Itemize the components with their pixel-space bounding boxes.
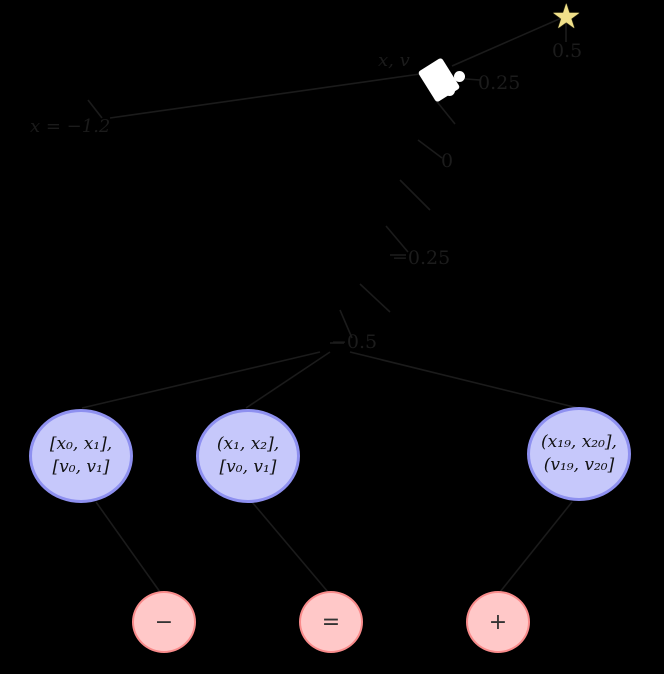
root-condition-label: x = −1.2	[30, 116, 111, 137]
star-icon: ★	[551, 0, 582, 37]
edge-down-2	[399, 179, 431, 211]
interval-node-19-line1: (x₁₉, x₂₀],	[541, 432, 617, 453]
interval-node-1-line2: [v₀, v₁]	[219, 457, 277, 477]
edge-interval19-to-op-plus	[499, 501, 573, 593]
operator-node-plus[interactable]: +	[466, 591, 530, 653]
operator-node-equals[interactable]: =	[299, 591, 363, 653]
branch-label-minus-0-25: −0.25	[392, 247, 451, 269]
edge-interval0-to-op-minus	[95, 501, 161, 593]
interval-node-1[interactable]: (x₁, x₂], [v₀, v₁]	[196, 409, 300, 503]
star-value-label: 0.5	[552, 40, 583, 62]
interval-node-0-line2: [v₀, v₁]	[52, 457, 110, 477]
card-dot-upper-icon	[454, 71, 465, 82]
operator-node-minus[interactable]: −	[132, 591, 196, 653]
interval-node-0[interactable]: [x₀, x₁], [v₀, v₁]	[29, 409, 133, 503]
interval-node-0-line1: [x₀, x₁],	[49, 434, 113, 455]
branch-label-minus-0-5: −0.5	[331, 331, 378, 353]
edge-interval1-to-op-equals	[251, 501, 329, 593]
interval-node-19[interactable]: (x₁₉, x₂₀], (v₁₉, v₂₀]	[527, 407, 631, 501]
branch-label-0-25: 0.25	[478, 72, 521, 94]
edge-to-0	[417, 139, 443, 159]
edge-down-3	[359, 283, 391, 313]
interval-node-1-line1: (x₁, x₂],	[216, 434, 280, 455]
edge-to-interval-19	[349, 351, 579, 409]
edge-split-to-star	[451, 15, 567, 67]
card-icon	[417, 57, 461, 103]
edge-to-interval-0	[81, 351, 321, 409]
branch-label-0: 0	[441, 150, 454, 172]
interval-node-19-line2: (v₁₉, v₂₀]	[543, 455, 615, 475]
split-node-label: x, v	[378, 50, 410, 71]
edge-root-to-split	[109, 73, 421, 119]
card-dot-lower-icon	[444, 85, 455, 96]
edge-to-interval-1	[245, 351, 331, 409]
